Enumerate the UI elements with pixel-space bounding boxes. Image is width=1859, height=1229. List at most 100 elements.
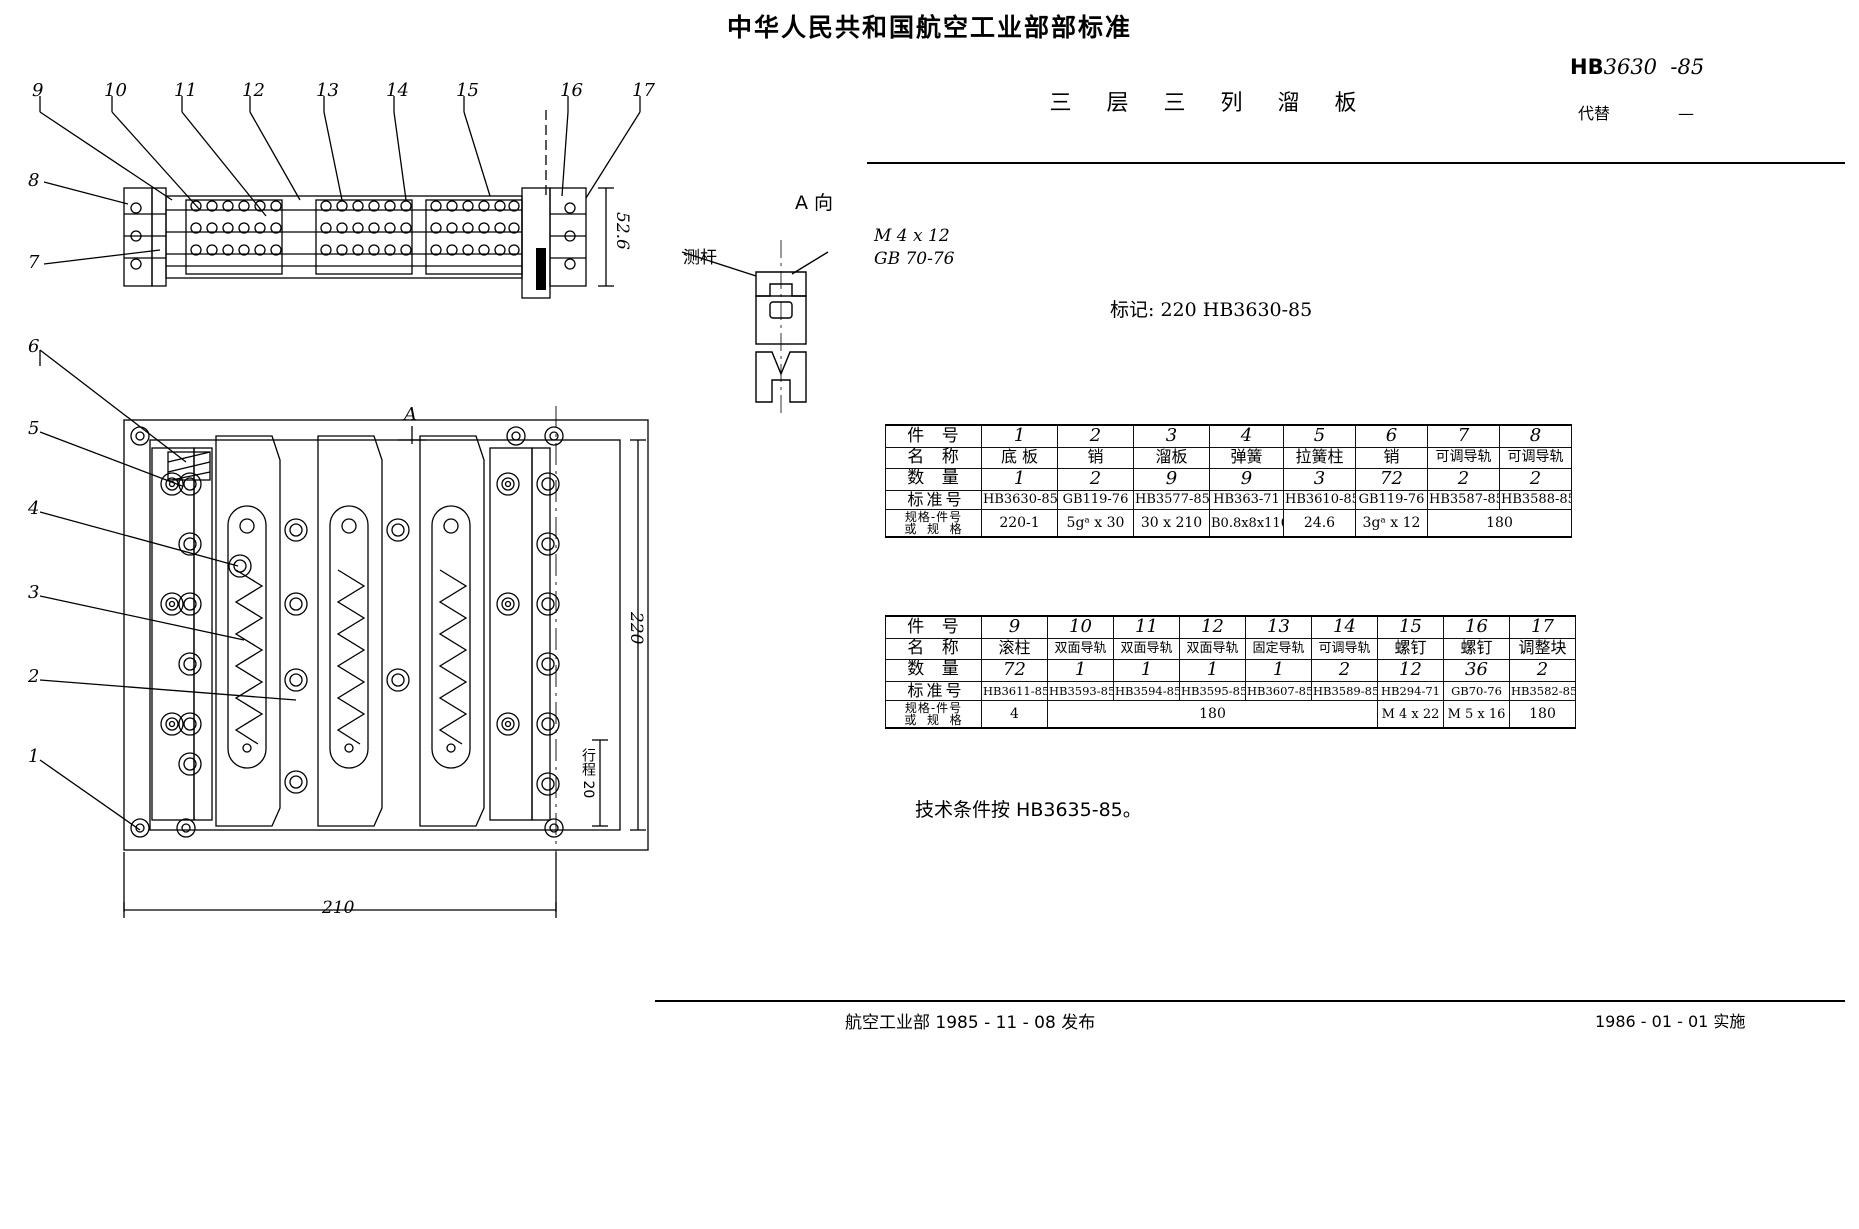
t1-item-8: 8 [1499,423,1572,448]
dim-stroke-20: 行程 20 [580,748,596,799]
balloon-11: 11 [174,80,197,101]
row-label-name-2: 名 称 [885,637,982,660]
page-title: 中华人民共和国航空工业部部标准 [726,13,1132,42]
t2-name-9: 滚柱 [981,637,1048,660]
t1-spec-3: 30 x 210 [1133,509,1210,539]
t1-item-6: 6 [1355,423,1428,448]
t1-name-8: 可调导轨 [1499,446,1572,469]
t2-std-11: HB3594-85 [1113,680,1180,702]
balloon-12: 12 [242,80,265,101]
balloon-4: 4 [28,498,40,519]
t2-qty-17: 2 [1509,658,1576,682]
technical-condition-note: 技术条件按 HB3635-85。 [915,799,1142,821]
t1-qty-3: 9 [1133,467,1210,491]
balloon-9: 9 [32,80,44,101]
replaces-label: 代替 [1578,104,1611,123]
balloon-17: 17 [632,80,655,101]
parts-table-1: 件 号 1 2 3 4 5 6 7 8 名 称 底 板 销 溜板 弹簧 拉簧柱 … [885,423,1572,539]
t1-std-2: GB119-76 [1057,489,1134,511]
t1-spec-6: 3gᵃ x 12 [1355,509,1428,539]
t2-std-17: HB3582-85 [1509,680,1576,702]
table-row: 件 号 9 10 11 12 13 14 15 16 17 [885,614,1576,639]
t2-spec-9: 4 [981,700,1048,730]
t2-std-12: HB3595-85 [1179,680,1246,702]
t1-name-3: 溜板 [1133,446,1210,469]
t2-spec-16: M 5 x 16 [1443,700,1510,730]
balloon-1: 1 [28,746,40,767]
t1-name-4: 弹簧 [1209,446,1284,469]
row-label-spec: 规格-件号或 规 格 [885,509,982,539]
dim-52-6: 52.6 [612,212,632,250]
t2-qty-16: 36 [1443,658,1510,682]
t2-qty-14: 2 [1311,658,1378,682]
row-label-standard: 标准号 [885,489,982,511]
row-label-spec-2: 规格-件号或 规 格 [885,700,982,730]
t2-item-9: 9 [981,614,1048,639]
balloon-6: 6 [28,336,40,357]
t2-std-16: GB70-76 [1443,680,1510,702]
t1-item-7: 7 [1427,423,1500,448]
t2-name-10: 双面导轨 [1047,637,1114,660]
balloon-5: 5 [28,418,40,439]
t2-name-13: 固定导轨 [1245,637,1312,660]
t2-qty-12: 1 [1179,658,1246,682]
t2-name-14: 可调导轨 [1311,637,1378,660]
t2-qty-15: 12 [1377,658,1444,682]
section-label-a: A [404,404,417,425]
table-row: 数 量 1 2 9 9 3 72 2 2 [885,467,1572,491]
footer-divider [655,1000,1845,1002]
t1-spec-2: 5gᵃ x 30 [1057,509,1134,539]
t2-spec-15: M 4 x 22 [1377,700,1444,730]
t1-std-3: HB3577-85 [1133,489,1210,511]
t1-name-7: 可调导轨 [1427,446,1500,469]
table-row: 名 称 底 板 销 溜板 弹簧 拉簧柱 销 可调导轨 可调导轨 [885,446,1572,469]
t2-qty-13: 1 [1245,658,1312,682]
t2-item-13: 13 [1245,614,1312,639]
balloon-2: 2 [28,666,40,687]
row-label-qty-2: 数 量 [885,658,982,682]
t1-std-5: HB3610-85 [1283,489,1356,511]
t2-item-14: 14 [1311,614,1378,639]
standard-code: HB3630 -85 [1570,55,1704,79]
screw-note-line1: M 4 x 12 [874,226,950,246]
t2-item-17: 17 [1509,614,1576,639]
detail-view-a [681,240,829,416]
table-row: 数 量 72 1 1 1 1 2 12 36 2 [885,658,1576,682]
t1-qty-4: 9 [1209,467,1284,491]
footer-issue-date: 航空工业部 1985 - 11 - 08 发布 [845,1013,1096,1033]
t2-name-16: 螺钉 [1443,637,1510,660]
t1-spec-5: 24.6 [1283,509,1356,539]
t1-item-1: 1 [981,423,1058,448]
standard-year: -85 [1670,55,1705,79]
table-row: 件 号 1 2 3 4 5 6 7 8 [885,423,1572,448]
t1-item-2: 2 [1057,423,1134,448]
t1-spec-7: 180 [1427,509,1572,539]
balloon-13: 13 [316,80,339,101]
mechanical-drawing [39,96,649,918]
t1-item-3: 3 [1133,423,1210,448]
t2-std-9: HB3611-85 [981,680,1048,702]
t1-name-1: 底 板 [981,446,1058,469]
t1-name-5: 拉簧柱 [1283,446,1356,469]
t2-item-16: 16 [1443,614,1510,639]
t2-item-15: 15 [1377,614,1444,639]
standard-subtitle: 三 层 三 列 溜 板 [1049,91,1371,116]
t1-name-2: 销 [1057,446,1134,469]
balloon-10: 10 [104,80,127,101]
t1-std-4: HB363-71 [1209,489,1284,511]
t1-qty-1: 1 [981,467,1058,491]
row-label-item-no: 件 号 [885,423,982,448]
footer-effective-date: 1986 - 01 - 01 实施 [1595,1012,1746,1031]
header-divider [867,162,1845,164]
t1-qty-7: 2 [1427,467,1500,491]
t2-name-11: 双面导轨 [1113,637,1180,660]
t2-name-12: 双面导轨 [1179,637,1246,660]
t2-qty-10: 1 [1047,658,1114,682]
t1-spec-1: 220-1 [981,509,1058,539]
t1-std-8: HB3588-85 [1499,489,1572,511]
t1-qty-2: 2 [1057,467,1134,491]
balloon-14: 14 [386,80,409,101]
t1-std-6: GB119-76 [1355,489,1428,511]
t1-std-1: HB3630-85 [981,489,1058,511]
t2-item-11: 11 [1113,614,1180,639]
